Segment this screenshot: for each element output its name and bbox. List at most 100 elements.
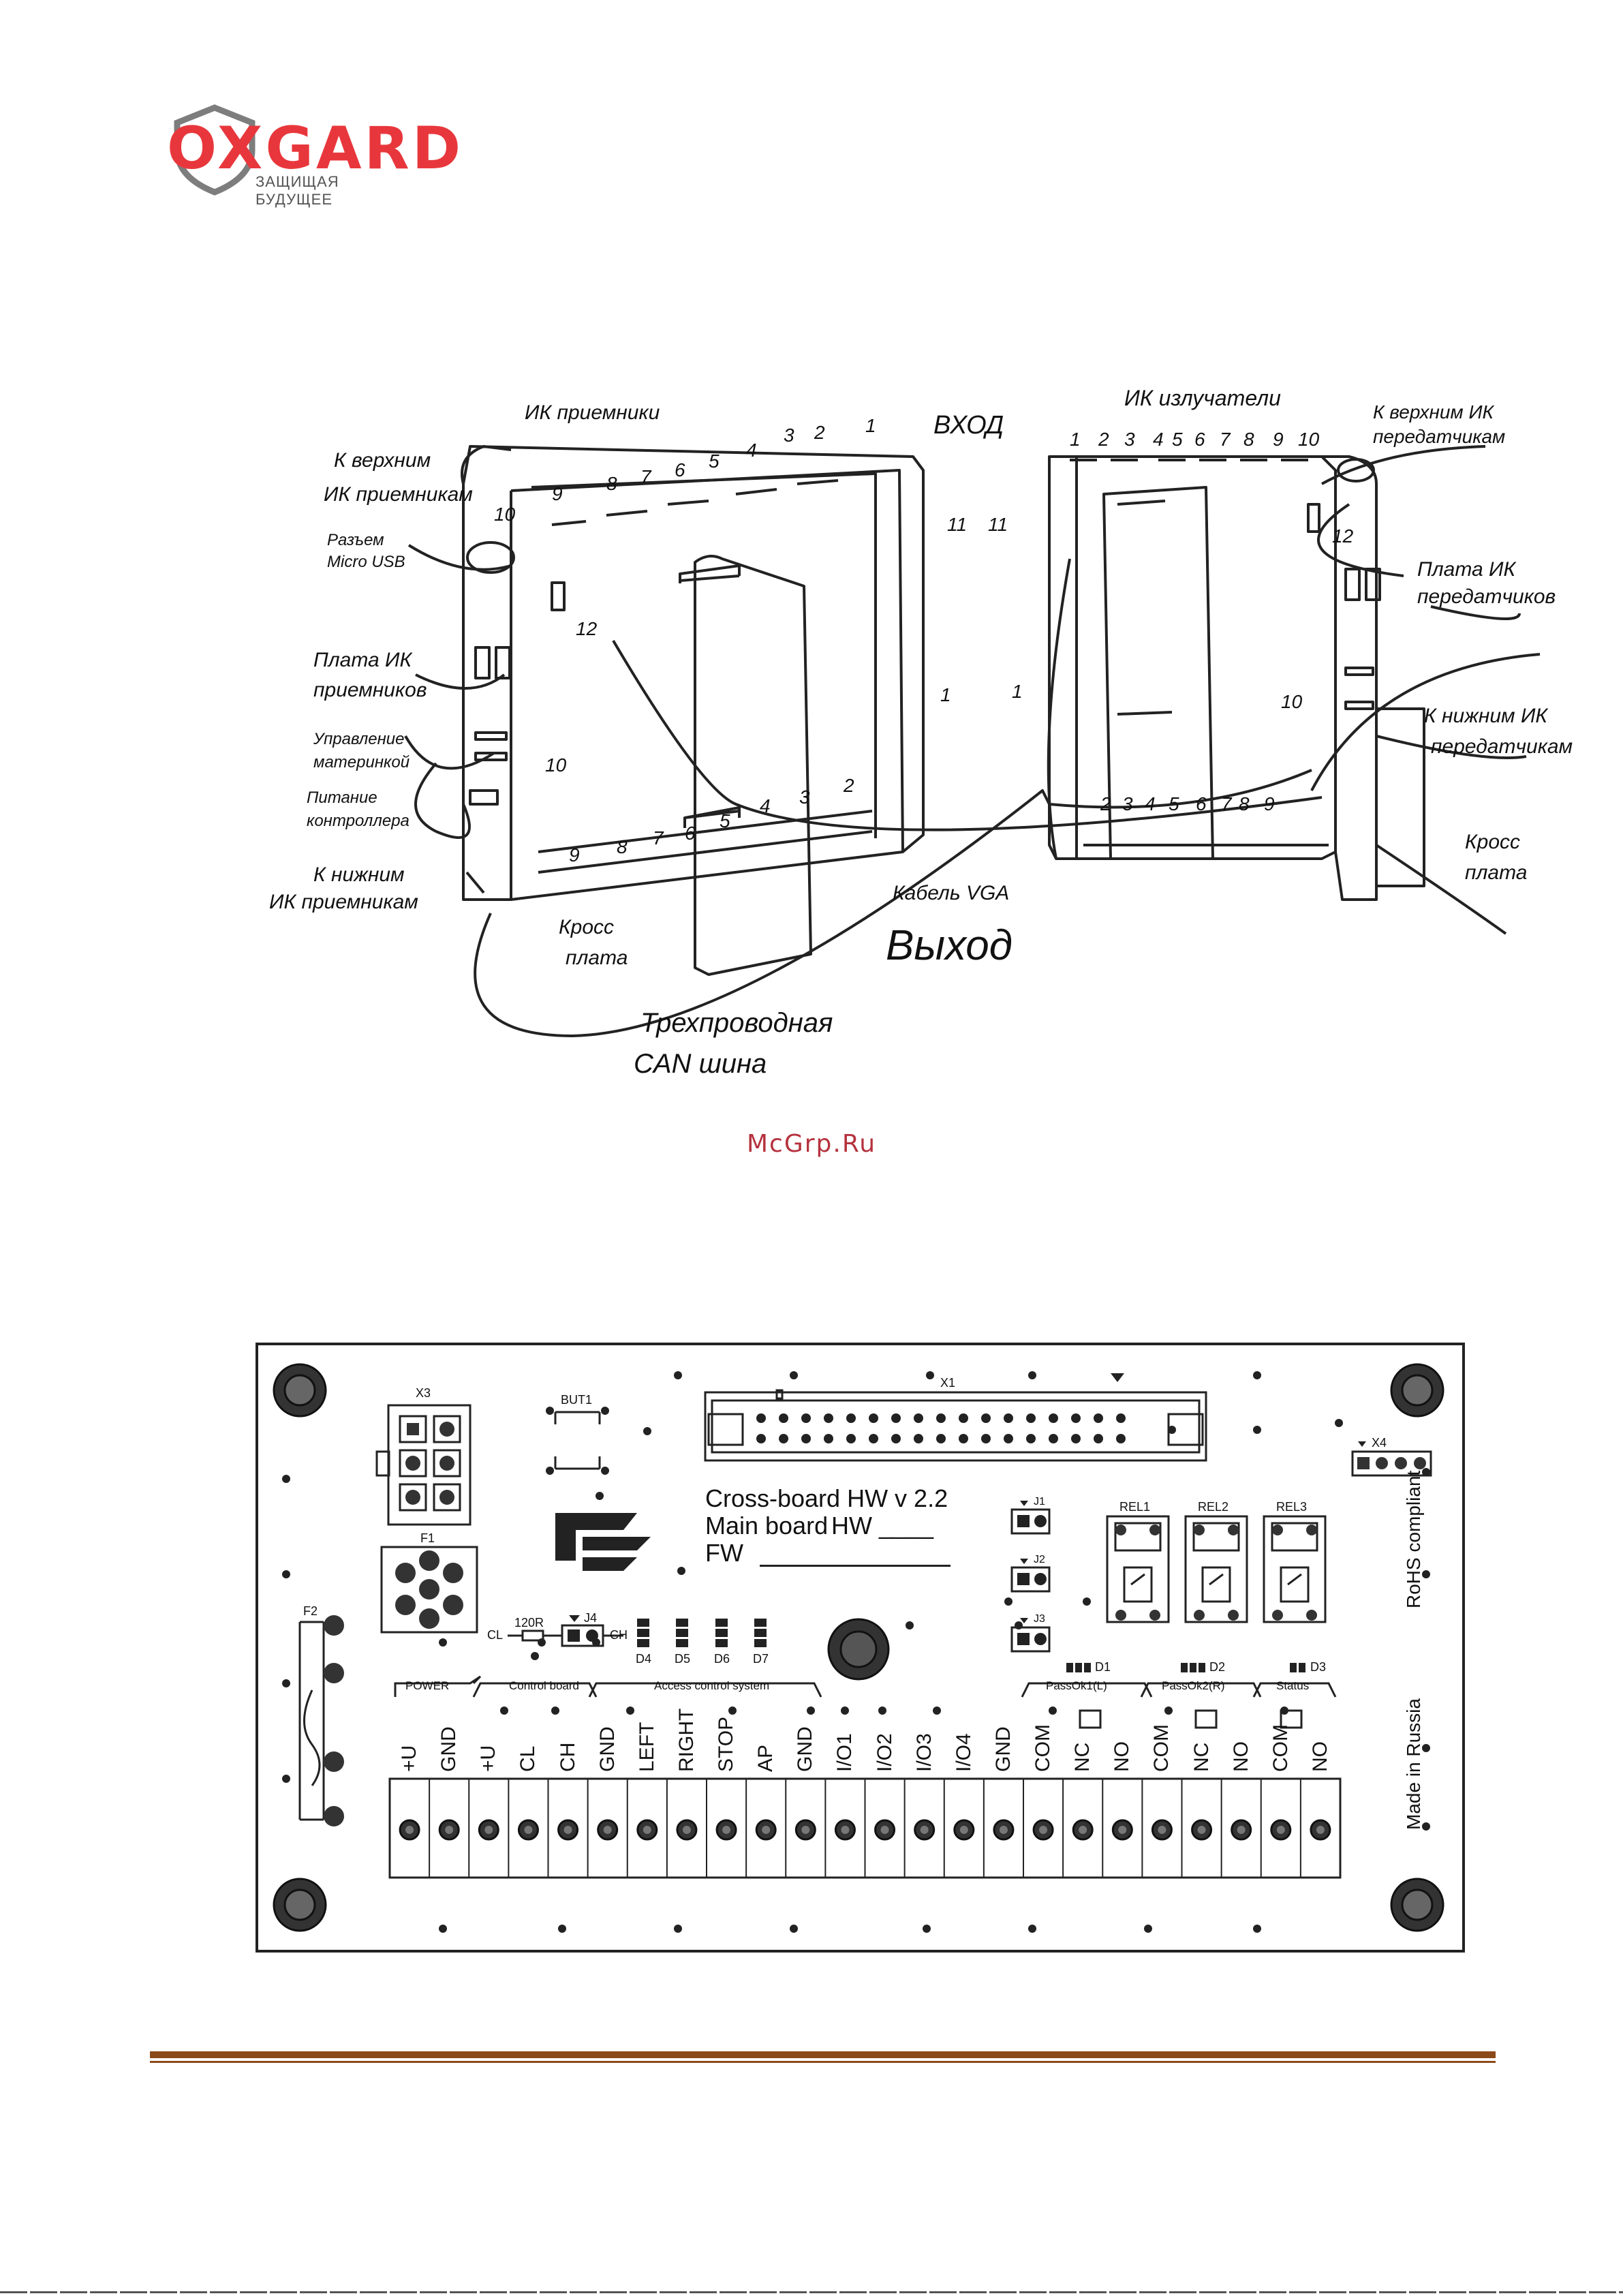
terminal-label: NO: [1111, 1741, 1134, 1772]
x1-pin: [914, 1434, 923, 1443]
label-to-lower-tx-2: передатчикам: [1431, 735, 1573, 758]
x1-pin: [846, 1413, 856, 1423]
terminal-screw-center: [1079, 1826, 1087, 1834]
num-right-bot-8: 8: [1239, 793, 1250, 814]
label-tx-board-1: Плата ИК: [1417, 558, 1516, 581]
label-rel3: REL3: [1276, 1500, 1308, 1514]
terminal-screw-center: [524, 1826, 533, 1834]
terminal-label: GND: [437, 1726, 461, 1772]
num-right-11: 11: [988, 514, 1008, 535]
terminal-label: +U: [398, 1745, 421, 1772]
num-right-top-1: 1: [1070, 429, 1081, 450]
label-vga-cable: Кабель VGA: [893, 882, 1010, 904]
label-j1: J1: [1034, 1496, 1045, 1507]
num-left-12: 12: [576, 618, 598, 639]
logo-text: OXGARD: [167, 114, 464, 183]
terminal-label: +U: [477, 1745, 500, 1772]
label-tx-board-2: передатчиков: [1417, 585, 1556, 608]
label-j4: J4: [584, 1611, 598, 1625]
num-left-bot-8: 8: [617, 836, 628, 857]
terminal-screw-center: [841, 1826, 850, 1834]
num-left-1: 1: [940, 684, 951, 705]
x1-pin: [1004, 1413, 1013, 1423]
label-d5: D5: [675, 1652, 691, 1666]
watermark: McGrp.Ru: [746, 1130, 877, 1158]
num-left-bot-4: 4: [760, 795, 771, 816]
num-left-top-8: 8: [606, 473, 617, 494]
turnstile-diagram: ИК приемники ВХОД ИК излучатели К верхни…: [259, 382, 1601, 1097]
num-left-bot-2: 2: [844, 775, 854, 796]
num-left-10b: 10: [545, 754, 567, 776]
terminal-label: I/O2: [873, 1733, 896, 1772]
label-cross-left-1: Кросс: [559, 916, 615, 938]
group-power: POWER: [405, 1679, 450, 1692]
terminal-label: COM: [1150, 1724, 1173, 1772]
terminal-screw-center: [563, 1826, 572, 1834]
footer-rule-thin: [150, 2061, 1496, 2063]
board-title-line2a: Main board: [705, 1512, 829, 1540]
terminal-screw-center: [762, 1826, 771, 1834]
num-right-bot-5: 5: [1169, 793, 1179, 814]
terminal-label: GND: [794, 1726, 817, 1772]
logo: OXGARD ЗАЩИЩАЯ БУДУЩЕЕ: [167, 102, 461, 208]
num-left-bot-7: 7: [653, 827, 664, 848]
terminal-label: RIGHT: [675, 1708, 698, 1772]
terminal-screw-center: [1158, 1826, 1166, 1834]
x1-pin: [914, 1413, 923, 1423]
terminal-screw-center: [643, 1826, 651, 1834]
logo-tagline: ЗАЩИЩАЯ БУДУЩЕЕ: [256, 173, 339, 208]
terminal-label: LEFT: [635, 1721, 658, 1772]
terminal-screw-center: [1276, 1826, 1285, 1834]
num-right-bot-2: 2: [1100, 793, 1111, 814]
label-ik-receivers: ИК приемники: [525, 401, 660, 424]
num-left-top-4: 4: [746, 440, 757, 461]
num-left-10: 10: [494, 504, 516, 525]
terminal-label: I/O4: [952, 1733, 975, 1772]
x1-pin: [801, 1413, 811, 1423]
x1-pin: [891, 1413, 901, 1423]
num-right-top-4: 4: [1153, 429, 1164, 450]
cross-board-drawing: [256, 1343, 1465, 1953]
terminal-label: I/O3: [912, 1733, 936, 1772]
x1-pin: [959, 1434, 968, 1443]
x1-pin: [936, 1434, 946, 1443]
num-right-top-9: 9: [1273, 429, 1284, 450]
label-120r: 120R: [514, 1616, 544, 1629]
group-passok1: PassOk1(L): [1046, 1679, 1107, 1692]
terminal-screw-center: [1316, 1826, 1325, 1834]
num-right-bot-3: 3: [1122, 793, 1133, 814]
terminal-screw-center: [603, 1826, 612, 1834]
num-right-10: 10: [1281, 691, 1303, 712]
turnstile-drawing: [404, 445, 1541, 1037]
group-control-board: Control board: [509, 1679, 580, 1692]
label-to-upper-rx-2: ИК приемникам: [324, 483, 473, 506]
terminal-label: STOP: [715, 1716, 738, 1772]
logo-shield-icon: [174, 104, 256, 196]
x1-pin: [824, 1413, 833, 1423]
label-x1: X1: [940, 1376, 956, 1390]
terminal-label: COM: [1032, 1724, 1055, 1772]
label-j2: J2: [1034, 1554, 1045, 1565]
label-x4: X4: [1372, 1436, 1387, 1450]
label-d2: D2: [1209, 1660, 1226, 1674]
num-right-top-2: 2: [1098, 429, 1109, 450]
num-left-bot-9: 9: [569, 844, 580, 866]
x1-pin: [959, 1413, 968, 1423]
label-f2: F2: [303, 1604, 318, 1618]
label-cross-right-1: Кросс: [1465, 831, 1521, 853]
terminal-screw-center: [1039, 1826, 1048, 1834]
x1-pin: [1094, 1434, 1103, 1443]
x1-pin: [1049, 1434, 1058, 1443]
num-right-top-10: 10: [1298, 429, 1320, 450]
side-rohs: RoHS compliant: [1403, 1470, 1424, 1608]
label-rx-board-2: приемников: [313, 679, 427, 701]
label-rx-board-1: Плата ИК: [313, 649, 412, 671]
terminal-screw-center: [484, 1826, 493, 1834]
x1-pin: [824, 1434, 833, 1443]
fw-underline: [760, 1565, 950, 1567]
terminal-screw-center: [1197, 1826, 1206, 1834]
terminal-label: GND: [991, 1726, 1015, 1772]
label-x3: X3: [416, 1386, 431, 1400]
num-right-top-5: 5: [1172, 429, 1183, 450]
terminal-label: NC: [1190, 1742, 1213, 1772]
